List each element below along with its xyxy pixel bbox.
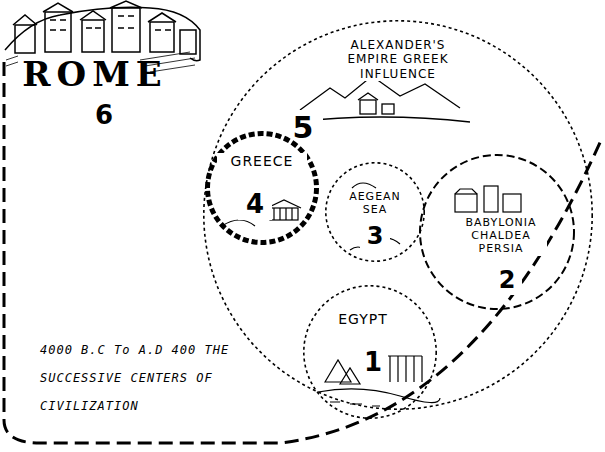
region-name: ALEXANDER'S EMPIRE GREEK INFLUENCE: [336, 38, 460, 81]
aegean-circle: AEGEAN SEA 3: [325, 162, 425, 262]
callout-number: 2: [492, 266, 522, 295]
greece-circle: GREECE 4: [205, 131, 319, 245]
empire-circle: ALEXANDER'S EMPIRE GREEK INFLUENCE5GREEC…: [203, 20, 593, 410]
region-name: EGYPT: [323, 311, 403, 328]
region-name: AEGEAN SEA: [342, 190, 408, 216]
callout-number: 6: [89, 100, 119, 131]
region-name: BABYLONIA CHALDEA PERSIA: [455, 216, 547, 256]
caption: 4000 B.C To A.D 400 THE SUCCESSIVE CENTE…: [40, 336, 240, 420]
rome-town: [5, 1, 200, 61]
babylon-towers: [455, 186, 521, 212]
region-name: GREECE: [217, 153, 307, 170]
egypt-circle: EGYPT 1: [303, 285, 437, 419]
place-name: ROME: [10, 54, 180, 95]
babylonia-circle: BABYLONIA CHALDEA PERSIA 2: [419, 154, 575, 310]
callout-number: 4: [238, 189, 272, 220]
callout-number: 1: [358, 347, 388, 378]
rome-influence-boundary: [4, 62, 602, 443]
circle-outline: [205, 131, 319, 245]
callout-number: 3: [360, 222, 390, 251]
